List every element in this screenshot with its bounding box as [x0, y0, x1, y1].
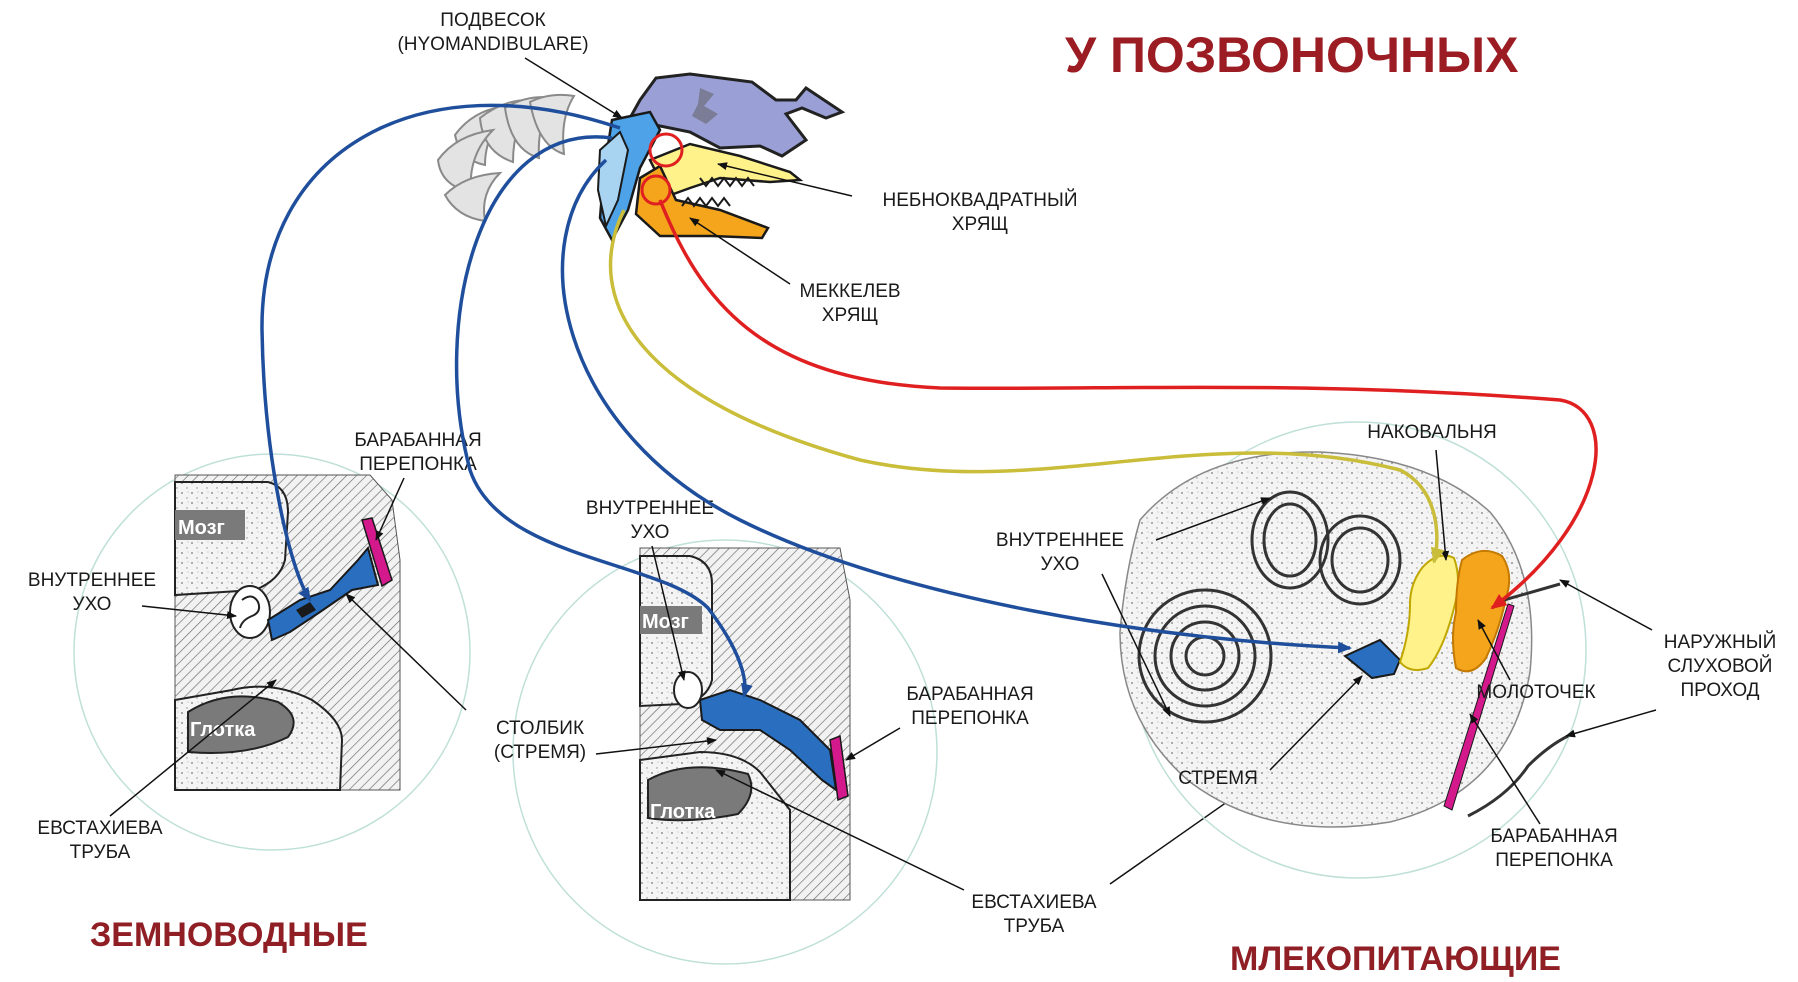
middle-inner-ear-label-line2: УХО: [631, 522, 670, 543]
amphibian-eustachian-label-line2: ТРУБА: [70, 842, 131, 863]
braincase: [630, 74, 842, 156]
hyomandibulare-label-line2: (HYOMANDIBULARE): [397, 34, 588, 55]
page-title: У ПОЗВОНОЧНЫХ: [1065, 27, 1518, 83]
fish-skull: [438, 74, 842, 240]
canal-label-line3: ПРОХОД: [1680, 680, 1759, 701]
stapes-label: СТРЕМЯ: [1178, 768, 1258, 789]
mammal-ear-panel: [1120, 422, 1586, 878]
gill-arches: [438, 95, 574, 221]
meckel-label-line2: ХРЯЩ: [822, 305, 879, 326]
middle-eardrum-pointer: [846, 728, 900, 760]
amphibian-eustachian-label-line1: ЕВСТАХИЕВА: [37, 818, 162, 839]
middle-eardrum-label-line2: ПЕРЕПОНКА: [911, 708, 1029, 729]
amphibian-inner-ear-label-line1: ВНУТРЕННЕЕ: [28, 570, 156, 591]
middle-brain-label: Мозг: [642, 611, 689, 633]
hyomandibulare-label-line1: ПОДВЕСОК: [440, 10, 545, 31]
mammal-inner-ear-label-line1: ВНУТРЕННЕЕ: [996, 530, 1124, 551]
malleus-label: МОЛОТОЧЕК: [1476, 682, 1595, 703]
mammal-eardrum-label-line1: БАРАБАННАЯ: [1490, 826, 1617, 847]
amphibian-brain-label: Мозг: [178, 517, 225, 539]
canal-pointer-1: [1560, 580, 1652, 630]
canal-pointer-2: [1566, 710, 1656, 736]
amphibian-ear-panel: Глотка Мозг: [74, 454, 470, 850]
amphibian-inner-ear-label-line2: УХО: [73, 594, 112, 615]
columella-label-line1: СТОЛБИК: [496, 718, 584, 739]
amphibians-heading: ЗЕМНОВОДНЫЕ: [90, 916, 368, 954]
canal-label-line1: НАРУЖНЫЙ: [1664, 631, 1776, 653]
meckel-label-line1: МЕККЕЛЕВ: [799, 281, 900, 302]
mammal-eardrum-label-line2: ПЕРЕПОНКА: [1495, 850, 1613, 871]
middle-eustachian-label-line2: ТРУБА: [1004, 916, 1065, 937]
palatoquadrate-label-line1: НЕБНОКВАДРАТНЫЙ: [882, 189, 1077, 211]
middle-pharynx-label: Глотка: [650, 801, 716, 823]
mammals-heading: МЛЕКОПИТАЮЩИЕ: [1230, 940, 1561, 978]
middle-eustachian-label-line1: ЕВСТАХИЕВА: [971, 892, 1096, 913]
middle-inner-ear-label-line1: ВНУТРЕННЕЕ: [586, 498, 714, 519]
palatoquadrate-label-line2: ХРЯЩ: [952, 214, 1009, 235]
amphibian-pharynx-label: Глотка: [190, 719, 256, 741]
amphibian-eardrum-label-line2: ПЕРЕПОНКА: [359, 454, 477, 475]
middle-eardrum-label-line1: БАРАБАННАЯ: [906, 684, 1033, 705]
canal-label-line2: СЛУХОВОЙ: [1668, 655, 1773, 677]
columella-label-line2: (СТРЕМЯ): [494, 742, 586, 763]
mammal-inner-ear-label-line2: УХО: [1041, 554, 1080, 575]
incus-label: НАКОВАЛЬНЯ: [1367, 422, 1497, 443]
